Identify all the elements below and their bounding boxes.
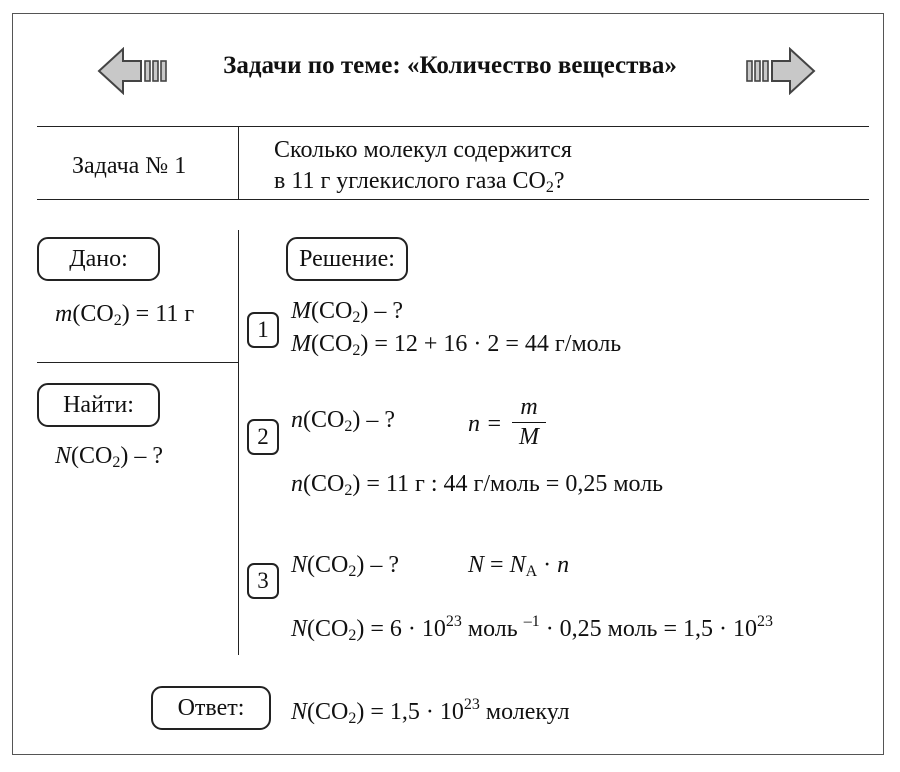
step-2-number: 2 — [247, 419, 279, 455]
task-question-line2: в 11 г углекислого газа СО2? — [274, 168, 565, 196]
arrow-left-icon[interactable] — [97, 47, 169, 95]
task-column-divider — [238, 126, 239, 199]
step-1-question: M(CO2) – ? — [291, 298, 403, 326]
find-quantity: N(CO2) – ? — [55, 443, 164, 471]
given-mass: m(CO2) = 11 г — [55, 301, 195, 329]
fraction-bar — [512, 422, 546, 423]
task-question-line1: Сколько молекул содержится — [274, 137, 572, 163]
step-2-calculation: n(CO2) = 11 г : 44 г/моль = 0,25 моль — [291, 471, 664, 499]
task-label: Задача № 1 — [72, 153, 187, 179]
step-2-formula-fraction: m M — [512, 394, 546, 451]
answer-heading: Ответ: — [151, 686, 271, 730]
solution-column-divider — [238, 230, 239, 655]
step-2-question: n(CO2) – ? — [291, 407, 395, 435]
given-find-divider — [37, 362, 238, 363]
step-3-number: 3 — [247, 563, 279, 599]
fraction-denominator: M — [519, 424, 539, 450]
fraction-numerator: m — [520, 394, 538, 420]
given-heading: Дано: — [37, 237, 160, 281]
find-heading: Найти: — [37, 383, 160, 427]
step-3-calculation: N(CO2) = 6 · 1023 моль –1 · 0,25 моль = … — [291, 613, 773, 644]
step-3-formula: N = NA · n — [468, 552, 570, 580]
answer-value: N(CO2) = 1,5 · 1023 молекул — [291, 696, 570, 727]
step-2-formula-lhs: n = — [468, 411, 503, 437]
step-1-number: 1 — [247, 312, 279, 348]
arrow-right-icon[interactable] — [744, 47, 816, 95]
step-1-calculation: M(CO2) = 12 + 16 · 2 = 44 г/моль — [291, 331, 622, 359]
solution-heading: Решение: — [286, 237, 408, 281]
step-3-question: N(CO2) – ? — [291, 552, 400, 580]
page-title: Задачи по теме: «Количество вещества» — [223, 52, 677, 79]
slide-frame — [12, 13, 884, 755]
divider-top — [37, 126, 869, 127]
divider-task-bottom — [37, 199, 869, 200]
